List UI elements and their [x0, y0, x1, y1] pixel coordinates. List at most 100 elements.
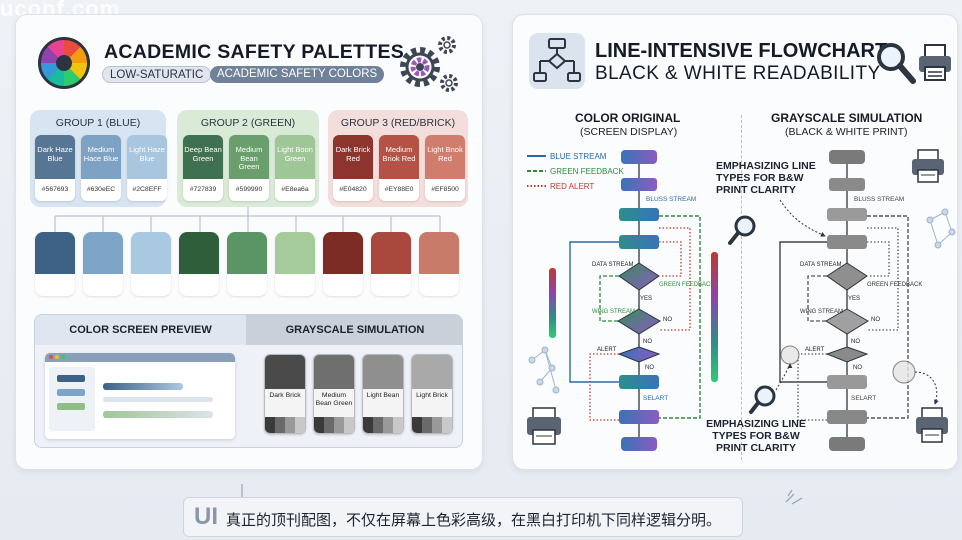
grayscale-card-label: Dark Brick [269, 392, 301, 399]
palette-tile-fill [83, 232, 123, 274]
swatch-name: Medium Briok Red [379, 135, 419, 179]
swatch-hex: #EY88E0 [384, 186, 414, 193]
swatch-hex: #630eEC [86, 186, 116, 193]
grayscale-card-label: Medium Bean Green [315, 392, 353, 407]
grayscale-title: GRAYSCALE SIMULATION [771, 111, 923, 125]
svg-text:ALERT: ALERT [805, 347, 825, 353]
printer-small-bottom-right-icon [916, 407, 948, 443]
palette-tile-fill [179, 232, 219, 274]
tab-color-screen-preview[interactable]: COLOR SCREEN PREVIEW [35, 315, 246, 345]
grayscale-card[interactable]: Light Bean [362, 354, 404, 434]
academic-safety-chip: ACADEMIC SAFETY COLORS [210, 66, 385, 83]
palette-tile[interactable] [275, 232, 315, 296]
palette-tile-fill [227, 232, 267, 274]
preview-box: COLOR SCREEN PREVIEW GRAYSCALE SIMULATIO… [34, 314, 463, 448]
printer-small-top-icon [912, 149, 944, 183]
grayscale-card-label: Light Bean [366, 392, 400, 399]
grayscale-card-swatch [412, 355, 452, 389]
group-1-label: GROUP 1 (BLUE) [55, 117, 141, 129]
swatch-card[interactable]: Medium Bean Green #599990 [229, 135, 269, 201]
swatch-card[interactable]: Light Boon Green#E8ea6a [275, 135, 315, 201]
color-bar-right [711, 252, 718, 382]
legend-blue: BLUE STREAM [550, 152, 607, 161]
column-divider [741, 115, 742, 460]
swatch-card[interactable]: Light Bnok Red #EF8500 [425, 135, 465, 201]
flowchart-legend: BLUE STREAM GREEN FEEDBACK RED ALERT [527, 152, 624, 191]
swatch-hex: #EF8500 [431, 186, 459, 193]
grayscale-steps [314, 417, 354, 433]
flowchart-title: LINE-INTENSIVE FLOWCHART [595, 40, 888, 62]
left-title: ACADEMIC SAFETY PALETTES [104, 41, 405, 63]
mock-screen-titlebar [45, 353, 235, 362]
palette-tile[interactable] [419, 232, 459, 296]
svg-text:DATA STREAM: DATA STREAM [800, 262, 841, 268]
palette-tile[interactable] [323, 232, 363, 296]
palette-tile[interactable] [227, 232, 267, 296]
color-wheel-icon [38, 37, 90, 89]
caption-text: 真正的顶刊配图，不仅在屏幕上色彩高级，在黑白打印机下同样逻辑分明。 [226, 511, 722, 529]
swatch-card[interactable]: Dark Brick Red#E04820 [333, 135, 373, 201]
palette-tile-fill [35, 232, 75, 274]
palette-tile[interactable] [179, 232, 219, 296]
grayscale-card[interactable]: Light Brick [411, 354, 453, 434]
swatch-card[interactable]: Dark Haze Blue #567693 [35, 135, 75, 201]
swatch-name: Medium Bean Green [229, 135, 269, 179]
group-2-label: GROUP 2 (GREEN) [200, 117, 296, 129]
palette-tile[interactable] [83, 232, 123, 296]
swatch-hex: #599990 [235, 186, 263, 193]
low-saturation-chip: LOW-SATURATIC [102, 66, 212, 83]
swatch-card[interactable]: Medium Briok Red #EY88E0 [379, 135, 419, 201]
svg-text:GREEN FEEDBACK: GREEN FEEDBACK [659, 282, 714, 288]
printer-small-bottom-left-icon [527, 407, 561, 445]
svg-text:YES: YES [640, 296, 652, 302]
group-3-label: GROUP 3 (RED/BRICK) [340, 117, 456, 129]
caption-box: UI 真正的顶刊配图，不仅在屏幕上色彩高级，在黑白打印机下同样逻辑分明。 [183, 497, 743, 537]
caption-sparkle-icon [785, 489, 803, 505]
swatch-card[interactable]: Medium Hace Blue #630eEC [81, 135, 121, 201]
swatch-name: Light Bnok Red [425, 135, 465, 179]
palette-tile-fill [371, 232, 411, 274]
palette-tile-fill [131, 232, 171, 274]
svg-text:SELART: SELART [643, 395, 668, 402]
svg-text:WING STREAM: WING STREAM [592, 309, 635, 315]
swatch-hex: #727839 [189, 186, 217, 193]
swatch-card[interactable]: Light Haze Blue#2C8EFF [127, 135, 167, 201]
tab-grayscale-simulation[interactable]: GRAYSCALE SIMULATION [246, 315, 462, 345]
swatch-hex: #E8ea6a [281, 186, 309, 193]
svg-text:NO: NO [851, 339, 860, 345]
legend-red: RED ALERT [550, 182, 594, 191]
palette-tile[interactable] [131, 232, 171, 296]
magnifier-top-icon [728, 215, 756, 245]
grayscale-sub: (BLACK & WHITE PRINT) [785, 126, 908, 138]
swatch-name: Medium Hace Blue [81, 135, 121, 179]
swatch-card[interactable]: Deep Bean Green#727839 [183, 135, 223, 201]
palette-tile-fill [323, 232, 363, 274]
swatch-hex: #567693 [41, 186, 69, 193]
swatch-name: Light Haze Blue [127, 135, 167, 179]
swatch-name: Dark Haze Blue [35, 135, 75, 179]
mock-screen [45, 353, 235, 439]
emphasis-note-bottom: EMPHASIZING LINE TYPES FOR B&W PRINT CLA… [706, 418, 806, 454]
palette-tile-fill [419, 232, 459, 274]
svg-text:NO: NO [853, 365, 862, 371]
color-original-sub: (SCREEN DISPLAY) [580, 126, 678, 138]
caption-badge: UI [194, 503, 218, 530]
svg-text:BLUSS STREAM: BLUSS STREAM [646, 196, 696, 203]
svg-text:WING STREAM: WING STREAM [800, 309, 843, 315]
legend-green: GREEN FEEDBACK [550, 167, 624, 176]
svg-text:NO: NO [643, 339, 652, 345]
svg-text:ALERT: ALERT [597, 347, 617, 353]
palette-tile[interactable] [35, 232, 75, 296]
svg-text:NO: NO [871, 317, 880, 323]
network-icon-left [528, 346, 560, 394]
swatch-hex: #E04820 [339, 186, 367, 193]
color-flowchart: BLUSS STREAM DATA STREAM GREEN FEEDBACK … [569, 150, 714, 451]
grayscale-card[interactable]: Dark Brick [264, 354, 306, 434]
svg-text:NO: NO [645, 365, 654, 371]
svg-text:SELART: SELART [851, 395, 876, 402]
palette-tile[interactable] [371, 232, 411, 296]
svg-text:NO: NO [663, 317, 672, 323]
grayscale-card[interactable]: Medium Bean Green [313, 354, 355, 434]
